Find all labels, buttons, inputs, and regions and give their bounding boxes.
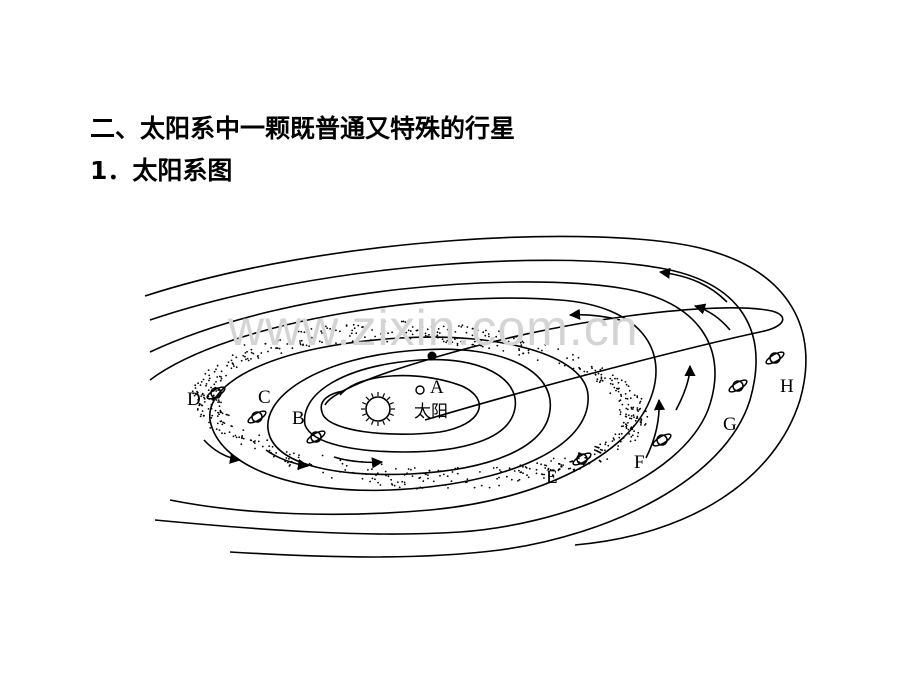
planet-f-icon bbox=[652, 433, 672, 447]
figure-title: 1．太阳系图 bbox=[90, 156, 233, 185]
planet-d-icon bbox=[206, 386, 226, 400]
orbit-b bbox=[303, 358, 517, 469]
planet-label-d: D bbox=[187, 389, 201, 410]
orbit-a bbox=[320, 374, 481, 436]
sun-label: 太阳 bbox=[414, 402, 448, 422]
planet-e-icon bbox=[572, 452, 592, 466]
planet-label-a: A bbox=[430, 377, 444, 398]
comet-orbit bbox=[324, 307, 784, 421]
planet-label-c: C bbox=[258, 387, 271, 408]
planet-label-f: F bbox=[634, 452, 645, 473]
planet-a-icon bbox=[415, 385, 425, 395]
planet-label-g: G bbox=[723, 414, 737, 435]
orbit-c bbox=[265, 348, 552, 476]
planet-label-b: B bbox=[292, 408, 305, 429]
planet-b-icon bbox=[306, 430, 326, 444]
planet-c-icon bbox=[247, 410, 267, 424]
orbit-f bbox=[149, 281, 716, 535]
orbit-g bbox=[149, 259, 757, 558]
orbit-e bbox=[149, 297, 657, 516]
planet-label-h: H bbox=[780, 376, 794, 397]
sun-icon bbox=[361, 392, 395, 426]
planet-g-icon bbox=[728, 379, 748, 393]
planet-h-icon bbox=[765, 351, 785, 365]
comet bbox=[427, 351, 437, 361]
watermark: www.zixin.com.cn bbox=[227, 300, 639, 356]
asteroid-belt bbox=[191, 320, 649, 490]
orbit-d bbox=[203, 336, 589, 492]
orbit-h bbox=[144, 235, 807, 546]
section-heading: 二、太阳系中一颗既普通又特殊的行星 bbox=[90, 114, 516, 143]
planet-label-e: E bbox=[546, 467, 558, 488]
